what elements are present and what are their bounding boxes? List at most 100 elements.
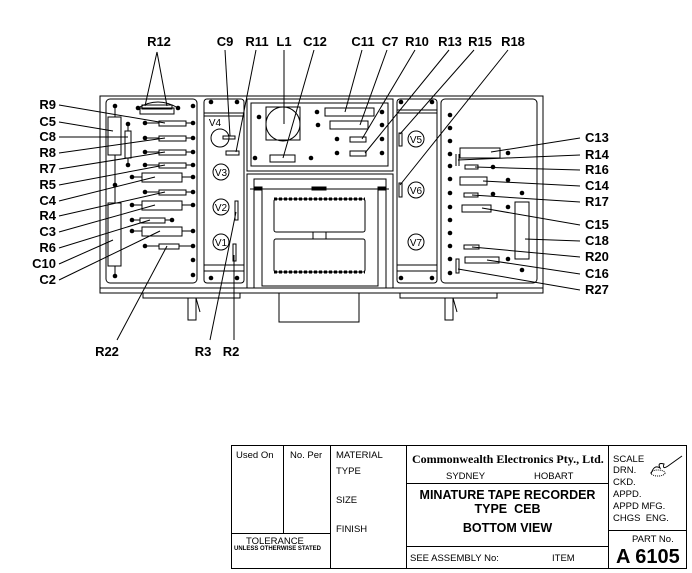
solder-point: [505, 150, 511, 156]
valve-v1: V1: [215, 238, 228, 249]
valve-strip-right: [396, 98, 438, 284]
callout-r9: R9: [39, 97, 56, 112]
foot-right: [444, 297, 454, 321]
cap-c5: [107, 116, 122, 156]
solder-point: [505, 256, 511, 262]
finish-label: FINISH: [336, 524, 368, 535]
used-on-label: Used On: [236, 450, 274, 461]
callout-r10: R10: [405, 34, 429, 49]
solder-point: [314, 109, 320, 115]
solder-point: [142, 189, 148, 195]
callout-r20: R20: [585, 249, 609, 264]
solder-point: [125, 162, 131, 168]
callout-c13: C13: [585, 130, 609, 145]
solder-point: [308, 155, 314, 161]
solder-point: [142, 149, 148, 155]
solder-point: [142, 162, 148, 168]
assembly-drawing: R12C9R11L1C12C11C7R10R13R15R18R9C5C8R8R7…: [32, 34, 609, 359]
valve-v6: V6: [410, 186, 423, 197]
callout-r5: R5: [39, 177, 56, 192]
solder-point: [142, 135, 148, 141]
callout-r6: R6: [39, 240, 56, 255]
title-block: Used On No. Per MATERIAL TYPE SIZE FINIS…: [231, 445, 687, 569]
solder-point: [112, 103, 118, 109]
solder-point: [190, 257, 196, 263]
solder-point: [234, 99, 240, 105]
callout-c7: C7: [382, 34, 399, 49]
solder-point: [447, 204, 453, 210]
callout-c4: C4: [39, 193, 56, 208]
callout-c10: C10: [32, 256, 56, 271]
appd-mfg-label: APPD MFG.: [613, 501, 666, 512]
solder-point: [447, 112, 453, 118]
solder-point: [112, 182, 118, 188]
solder-point: [208, 99, 214, 105]
bottom-rail-right: [399, 293, 498, 299]
city-hobart: HOBART: [534, 471, 574, 482]
drn-label: DRN.: [613, 465, 637, 476]
valve-v3: V3: [215, 168, 228, 179]
solder-points: [112, 99, 525, 281]
callout-r22: R22: [95, 344, 119, 359]
solder-point: [252, 155, 258, 161]
cap-c10: [107, 202, 122, 267]
solder-point: [379, 109, 385, 115]
type-label: TYPE: [336, 466, 361, 477]
upper-board: [246, 98, 394, 172]
solder-point: [190, 103, 196, 109]
callout-c8: C8: [39, 129, 56, 144]
solder-point: [129, 228, 135, 234]
solder-point: [142, 243, 148, 249]
callout-c12: C12: [303, 34, 327, 49]
company-name: Commonwealth Electronics Pty., Ltd.: [412, 452, 604, 466]
callout-r27: R27: [585, 282, 609, 297]
center-block: [278, 292, 360, 323]
solder-point: [505, 204, 511, 210]
solder-point: [447, 217, 453, 223]
valve-v4: V4: [209, 118, 222, 129]
leader-lines: [58, 49, 581, 341]
callout-r15: R15: [468, 34, 492, 49]
solder-point: [135, 105, 141, 111]
callout-r3: R3: [195, 344, 212, 359]
signature-icon: [650, 455, 683, 477]
solder-point: [190, 202, 196, 208]
drawing-type: TYPE CEB: [474, 502, 541, 516]
appd-label: APPD.: [613, 489, 642, 500]
resistor-rows-left: [132, 120, 193, 250]
callout-c5: C5: [39, 114, 56, 129]
valve-v5: V5: [410, 135, 423, 146]
solder-point: [190, 174, 196, 180]
solder-point: [190, 272, 196, 278]
solder-point: [398, 275, 404, 281]
solder-point: [190, 135, 196, 141]
solder-point: [447, 138, 453, 144]
solder-point: [447, 270, 453, 276]
solder-point: [429, 99, 435, 105]
see-assembly-label: SEE ASSEMBLY No:: [410, 553, 499, 564]
callout-r16: R16: [585, 162, 609, 177]
callout-c11: C11: [351, 34, 374, 49]
solder-point: [234, 275, 240, 281]
solder-point: [334, 150, 340, 156]
callout-r17: R17: [585, 194, 609, 209]
valve-v7: V7: [410, 238, 423, 249]
solder-point: [190, 162, 196, 168]
part-number: A 6105: [616, 546, 680, 568]
cap-c8: [124, 130, 132, 159]
city-sydney: SYDNEY: [446, 471, 486, 482]
solder-point: [125, 121, 131, 127]
solder-point: [190, 120, 196, 126]
solder-point: [190, 189, 196, 195]
solder-point: [129, 202, 135, 208]
solder-point: [447, 125, 453, 131]
solder-point: [379, 122, 385, 128]
callout-r13: R13: [438, 34, 462, 49]
solder-point: [447, 163, 453, 169]
solder-point: [190, 243, 196, 249]
scale-label: SCALE: [613, 454, 645, 465]
solder-point: [429, 275, 435, 281]
solder-point: [505, 177, 511, 183]
